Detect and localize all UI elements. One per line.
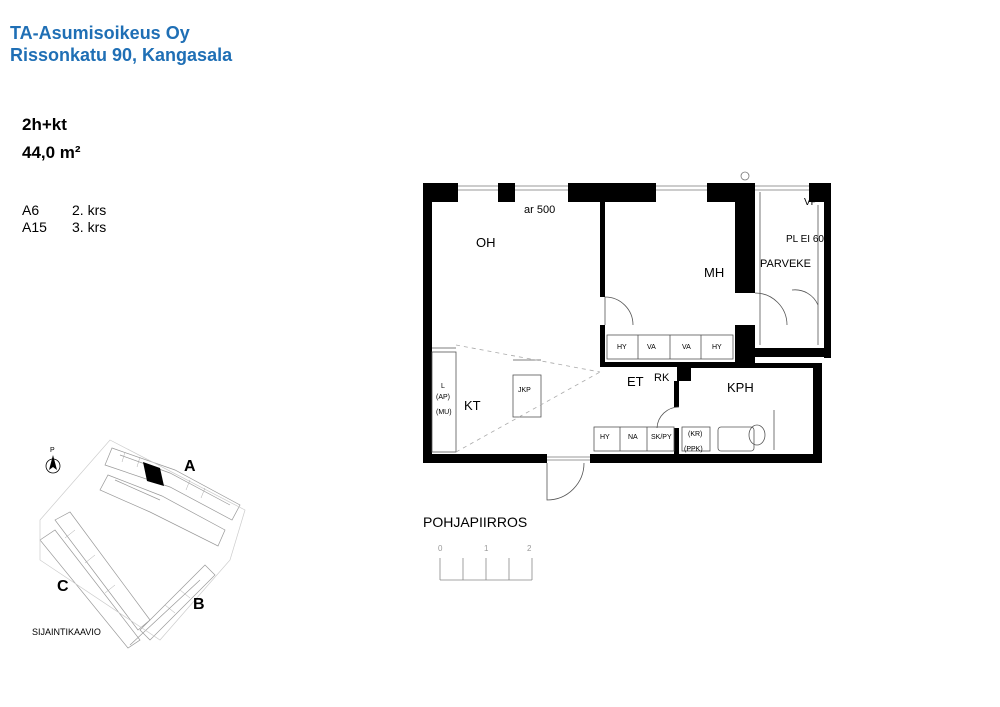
apartment-highlight: [143, 462, 164, 486]
scale-label: 2: [527, 544, 532, 553]
site-plan: [39, 439, 246, 649]
building-label-b: B: [193, 596, 205, 613]
plan-caption: POHJAPIIRROS: [423, 514, 527, 530]
company-name: TA-Asumisoikeus Oy: [10, 23, 190, 43]
closet-label: VA: [682, 344, 691, 351]
unit-id: A15: [22, 219, 47, 235]
building-label-c: C: [57, 578, 69, 595]
unit-row: A15 3. krs: [22, 219, 106, 236]
unit-floor: 3. krs: [72, 219, 107, 235]
windows: [458, 171, 809, 461]
fixture-labels: HY VA VA HY HY NA SK/PY L (AP) (MU) JKP …: [436, 344, 722, 453]
jkp-label: JKP: [518, 387, 531, 394]
scale-label: 1: [484, 544, 489, 553]
north-label: P: [50, 447, 55, 454]
room-balcony: PARVEKE: [760, 258, 811, 270]
window-label: ar 500: [524, 204, 555, 216]
balcony-vp: VP: [804, 197, 818, 208]
room-living: OH: [476, 235, 496, 250]
balcony-pl: PL EI 60: [786, 234, 824, 245]
unit-row: A6 2. krs: [22, 202, 106, 219]
apartment-area: 44,0 m²: [22, 143, 81, 162]
site-plan-caption: SIJAINTIKAAVIO: [32, 627, 101, 637]
room-kitchen: KT: [464, 398, 481, 413]
closet-label: HY: [712, 344, 722, 351]
building-label-a: A: [184, 458, 196, 475]
bath-label: (PPK): [684, 446, 703, 453]
closet-label: VA: [647, 344, 656, 351]
room-bedroom: MH: [704, 265, 724, 280]
room-entry: ET: [627, 374, 644, 389]
address: Rissonkatu 90, Kangasala: [10, 45, 233, 65]
unit-id: A6: [22, 202, 40, 218]
closet-label: HY: [600, 434, 610, 441]
unit-list: A6 2. krs A15 3. krs: [22, 202, 106, 236]
unit-floor: 2. krs: [72, 202, 107, 218]
scale-label: 0: [438, 544, 443, 553]
walls: [423, 183, 831, 463]
room-labels: ar 500 OH MH PARVEKE VP PL EI 60 KT ET R…: [464, 197, 824, 413]
site-plan-details: [64, 451, 206, 614]
apartment-type: 2h+kt: [22, 115, 67, 134]
scale-bar: [439, 558, 533, 581]
kitchen-label: L: [441, 383, 445, 390]
fixture-outlines: [431, 192, 819, 501]
kitchen-label: (MU): [436, 409, 452, 416]
closet-label: HY: [617, 344, 627, 351]
room-rk: RK: [654, 372, 670, 384]
closet-label: SK/PY: [651, 434, 672, 441]
bath-label: (KR): [688, 431, 702, 438]
closet-label: NA: [628, 434, 638, 441]
room-bathroom: KPH: [727, 380, 754, 395]
north-arrow-icon: [45, 455, 61, 474]
kitchen-label: (AP): [436, 394, 450, 401]
